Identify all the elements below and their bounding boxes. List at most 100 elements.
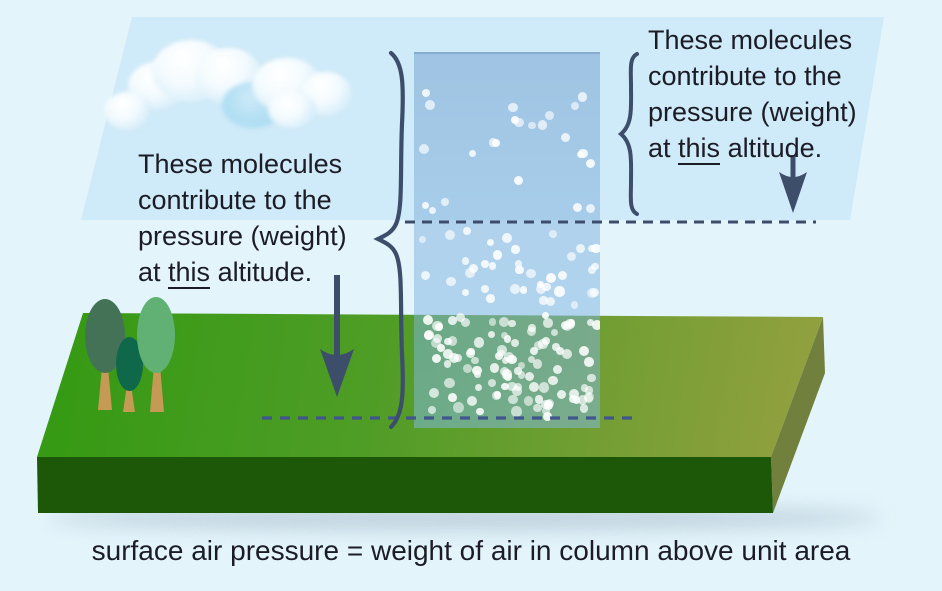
molecule-dot <box>474 370 482 378</box>
molecule-dot <box>587 318 595 326</box>
molecule-dot <box>579 404 589 413</box>
molecule-dot <box>460 318 470 328</box>
molecule-dot <box>508 319 516 328</box>
molecule-dot <box>419 144 429 155</box>
molecule-dot <box>553 365 563 375</box>
molecule-dot <box>468 263 478 273</box>
molecule-dot <box>570 301 578 309</box>
molecule-dot <box>546 297 556 307</box>
molecule-dot <box>541 336 551 345</box>
molecule-dot <box>541 399 552 410</box>
molecule-dot <box>494 391 502 399</box>
molecule-dot <box>542 282 551 291</box>
molecule-dot <box>554 286 565 297</box>
molecule-dot <box>492 138 501 147</box>
molecule-dot <box>546 273 556 284</box>
annotation-line: at this altitude. <box>648 133 823 165</box>
molecule-dot <box>511 386 522 396</box>
molecule-dot <box>507 381 517 392</box>
molecule-dot <box>545 110 554 120</box>
molecule-dots <box>414 52 600 428</box>
molecule-dot <box>465 348 476 359</box>
molecule-dot <box>488 330 496 338</box>
molecule-dot <box>514 367 522 375</box>
molecule-dot <box>562 348 573 360</box>
molecule-dot <box>561 133 571 143</box>
molecule-dot <box>525 372 535 382</box>
cloud-puff-icon <box>104 92 150 130</box>
molecule-dot <box>539 296 548 305</box>
molecule-dot <box>468 149 477 158</box>
molecule-dot <box>586 287 597 298</box>
molecule-dot <box>567 319 576 328</box>
molecule-dot <box>462 364 473 374</box>
molecule-dot <box>418 235 427 244</box>
molecule-dot <box>549 230 557 238</box>
annotation-line: pressure (weight) <box>648 97 857 127</box>
molecule-dot <box>422 202 430 210</box>
air-column <box>414 52 600 428</box>
annotation-line: These molecules <box>648 25 853 55</box>
molecule-dot <box>588 244 597 253</box>
molecule-dot <box>529 347 538 356</box>
molecule-dot <box>528 382 539 393</box>
molecule-dot <box>461 257 470 265</box>
molecule-dot <box>583 391 594 402</box>
molecule-dot <box>497 344 507 355</box>
molecule-dot <box>585 203 595 213</box>
molecule-dot <box>420 270 430 280</box>
cloud-puff-icon <box>268 92 316 128</box>
molecule-dot <box>526 268 536 279</box>
annotation-line: pressure (weight) <box>138 221 347 251</box>
molecule-dot <box>486 294 496 303</box>
molecule-dot <box>513 175 524 186</box>
molecule-dot <box>423 330 433 340</box>
molecule-dot <box>448 393 457 403</box>
molecule-dot <box>538 382 550 393</box>
molecule-dot <box>518 371 526 379</box>
molecule-dot <box>548 375 559 386</box>
molecule-dot <box>467 395 478 406</box>
molecule-dot <box>488 262 497 270</box>
molecule-dot <box>480 285 489 294</box>
tree-canopy <box>137 297 175 373</box>
molecule-dot <box>443 359 452 368</box>
molecule-dot <box>533 403 542 413</box>
molecule-dot <box>461 288 470 296</box>
molecule-dot <box>568 389 579 400</box>
molecule-dot <box>533 341 543 351</box>
molecule-dot <box>514 117 524 128</box>
molecule-dot <box>499 367 509 376</box>
molecule-dot <box>444 377 455 388</box>
molecule-dot <box>500 332 508 340</box>
molecule-dot <box>528 355 536 363</box>
right-annotation: These molecules contribute to the pressu… <box>648 22 857 166</box>
molecule-dot <box>447 336 458 346</box>
molecule-dot <box>578 345 590 357</box>
molecule-dot <box>446 276 456 286</box>
molecule-dot <box>558 271 568 281</box>
molecule-dot <box>421 88 430 98</box>
molecule-dot <box>506 354 517 365</box>
molecule-dot <box>436 343 445 352</box>
molecule-dot <box>480 260 489 269</box>
molecule-dot <box>474 383 483 392</box>
molecule-dot <box>537 120 548 130</box>
molecule-dot <box>444 229 455 241</box>
molecule-dot <box>586 158 596 168</box>
molecule-dot <box>443 348 453 359</box>
molecule-dot <box>510 284 520 295</box>
molecule-dot <box>514 260 523 269</box>
molecule-dot <box>542 312 550 320</box>
underlined-this: this <box>678 133 721 165</box>
molecule-dot <box>432 333 443 344</box>
molecule-dot <box>508 102 518 113</box>
molecule-dot <box>528 121 536 130</box>
molecule-dot <box>448 316 457 325</box>
tree-trunk <box>150 360 164 412</box>
molecule-dot <box>584 357 594 367</box>
molecule-dot <box>473 337 485 348</box>
molecule-dot <box>550 328 559 337</box>
molecule-dot <box>465 267 476 279</box>
